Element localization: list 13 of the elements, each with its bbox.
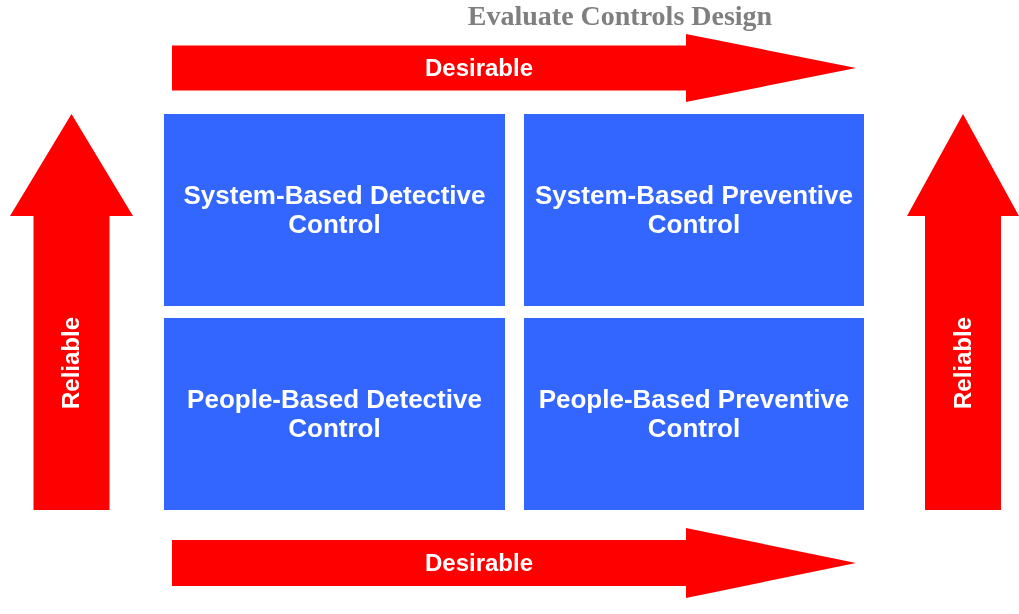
box-label: People-Based Detective Control [186, 385, 483, 443]
control-box [524, 114, 864, 306]
arrow-label: Reliable [56, 317, 86, 409]
control-box [164, 318, 505, 510]
arrow-label: Reliable [948, 317, 977, 409]
control-box [524, 318, 864, 510]
box-label: System-Based Preventive Control [534, 181, 854, 239]
arrow-label: Desirable [424, 53, 534, 83]
control-box [164, 114, 505, 306]
arrow-label: Desirable [424, 548, 534, 578]
box-label: People-Based Preventive Control [537, 385, 851, 443]
box-label: System-Based Detective Control [182, 181, 487, 239]
title: Evaluate Controls Design [466, 0, 774, 32]
